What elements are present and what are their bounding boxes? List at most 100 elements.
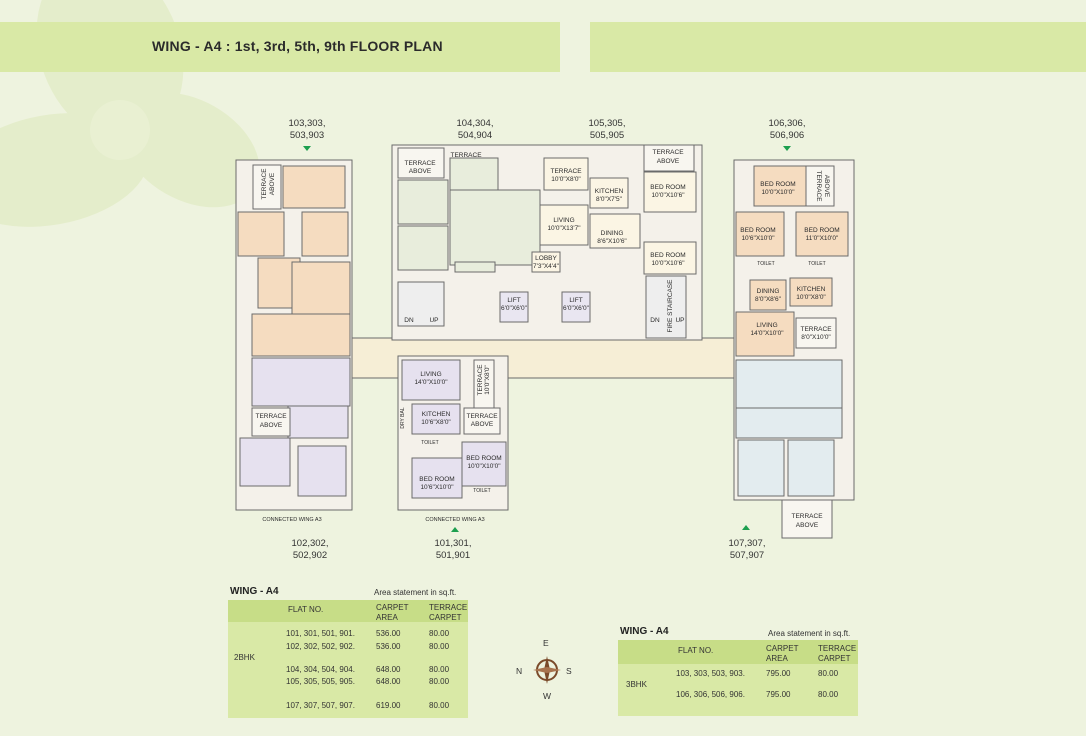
label-bed-101a: BED ROOM: [419, 476, 454, 483]
table2-row1-terrace: 80.00: [818, 669, 839, 678]
terrace-101: [463, 407, 501, 435]
label-dn-right: DN: [650, 317, 660, 324]
lift-left: [499, 291, 529, 323]
label-above-102: ABOVE: [260, 422, 283, 429]
terrace-105: [643, 144, 695, 172]
label-bed-101b: BED ROOM: [466, 455, 501, 462]
label-bed-105b-size: 10'0"X10'6": [651, 260, 685, 267]
label-above-103: ABOVE: [269, 172, 276, 195]
label-toilet-106a: TOILET: [757, 261, 774, 267]
room-bed-107-right: [787, 439, 835, 497]
table1-row3-terrace: 80.00: [429, 665, 450, 674]
label-lift-right-size: 6'0"X6'0": [563, 305, 590, 312]
label-dn-left: DN: [404, 317, 414, 324]
label-terrace-104: TERRACE: [450, 152, 482, 159]
room-living-102: [251, 357, 351, 407]
compass-rose-icon: [533, 656, 561, 684]
flower-decoration: [0, 0, 260, 227]
page-title: WING - A4 : 1st, 3rd, 5th, 9th FLOOR PLA…: [152, 38, 443, 54]
table1-header-terrace: TERRACE CARPET: [429, 603, 468, 622]
flat-label-105: 105,305, 505,905: [588, 118, 626, 141]
room-bed-105-b: [643, 241, 697, 275]
room-living-101: [401, 359, 461, 401]
label-living-105: LIVING: [553, 217, 574, 224]
label-lift-left: LIFT: [507, 297, 520, 304]
terrace-107: [781, 499, 833, 539]
table2-type: 3BHK: [626, 680, 647, 689]
room-kitchen-101: [411, 403, 461, 435]
compass: E N S W: [512, 638, 588, 702]
table1-row3-carpet: 648.00: [376, 665, 401, 674]
flat-label-104: 104,304, 504,904: [456, 118, 494, 141]
label-living-106-size: 14'0"X10'0": [750, 330, 784, 337]
label-terrace-105b: TERRACE: [652, 149, 684, 156]
label-toilet-101b: TOILET: [473, 488, 490, 494]
room-bed-103-top: [282, 165, 346, 209]
room-bed-101-a: [411, 457, 463, 499]
terrace-106b: [795, 317, 837, 349]
lobby-105: [531, 251, 561, 273]
flat-label-101: 101,301, 501,901: [434, 538, 472, 561]
label-bed-106-right: BED ROOM: [804, 227, 839, 234]
flat-107-arrow: [742, 525, 750, 530]
label-kitchen-105-size: 8'0"X7'5": [596, 196, 623, 203]
label-terrace-106b: TERRACE: [800, 326, 832, 333]
table2-wing: WING - A4: [620, 626, 669, 637]
room-living-105: [539, 204, 589, 246]
table1-type: 2BHK: [234, 653, 255, 662]
room-bed-105-a: [643, 171, 697, 213]
table2-header-flat: FLAT NO.: [678, 646, 714, 655]
room-bed-101-b: [461, 441, 507, 487]
room-bed-102-left: [239, 437, 291, 487]
label-toilet-101: TOILET: [421, 440, 438, 446]
table1-row4-flat: 105, 305, 505, 905.: [286, 677, 355, 686]
label-kitchen-106: KITCHEN: [797, 286, 826, 293]
label-terrace-101: TERRACE: [466, 413, 498, 420]
label-bed-101b-size: 10'0"X10'0": [467, 463, 501, 470]
table1-header-row: [228, 600, 468, 622]
room-bed-103-right: [301, 211, 349, 257]
terrace-103: [252, 164, 282, 210]
table2-row2-carpet: 795.00: [766, 690, 791, 699]
table2-note: Area statement in sq.ft.: [768, 629, 851, 638]
room-kitchen-102: [287, 405, 349, 439]
label-bed-106-left: BED ROOM: [740, 227, 775, 234]
label-terrace-101v-size: 10'0"X8'0": [484, 365, 491, 395]
label-connected-wing-mid: CONNECTED WING A3: [425, 517, 484, 523]
table1-header-flat: FLAT NO.: [288, 605, 324, 614]
room-bed-107-left: [737, 439, 785, 497]
table1-row5-flat: 107, 307, 507, 907.: [286, 701, 355, 710]
label-lobby: LOBBY: [535, 255, 557, 262]
table1-wing: WING - A4: [230, 586, 279, 597]
label-terrace-104a: TERRACE: [404, 160, 436, 167]
label-kitchen-106-size: 10'0"X8'0": [796, 294, 826, 301]
label-bed-106-right-size: 11'0"X10'0": [806, 235, 839, 242]
label-above-104a: ABOVE: [409, 168, 432, 175]
label-up-right: UP: [675, 317, 684, 324]
table1-row2-carpet: 536.00: [376, 642, 401, 651]
table2-header-carpet: CARPET AREA: [766, 644, 799, 663]
table1-row1-terrace: 80.00: [429, 629, 450, 638]
label-terrace-107: TERRACE: [791, 513, 823, 520]
label-above-106: ABOVE: [823, 175, 830, 198]
label-up-left: UP: [429, 317, 438, 324]
flat-label-103: 103,303, 503,903: [288, 118, 326, 141]
table1-row2-flat: 102, 302, 502, 902.: [286, 642, 355, 651]
label-dining-106-size: 8'0"X8'6": [755, 296, 782, 303]
table2-header-terrace: TERRACE CARPET: [818, 644, 857, 663]
table1-row5-terrace: 80.00: [429, 701, 450, 710]
label-dry-bal-101: DRY BAL: [400, 407, 406, 428]
room-living-106: [735, 311, 795, 357]
room-bed-106-top: [753, 165, 807, 207]
room-dining-106: [749, 279, 787, 311]
label-kitchen-101-size: 10'6"X8'0": [421, 419, 451, 426]
label-dining-105-size: 8'6"X10'6": [597, 238, 627, 245]
table1-row1-carpet: 536.00: [376, 629, 401, 638]
flat-106-arrow: [783, 146, 791, 151]
room-bed-103-left: [237, 211, 285, 257]
area-table-2bhk: WING - A4 Area statement in sq.ft. FLAT …: [228, 582, 468, 722]
table1-note: Area statement in sq.ft.: [374, 588, 457, 597]
label-above-105b: ABOVE: [657, 158, 680, 165]
label-living-101: LIVING: [420, 371, 441, 378]
